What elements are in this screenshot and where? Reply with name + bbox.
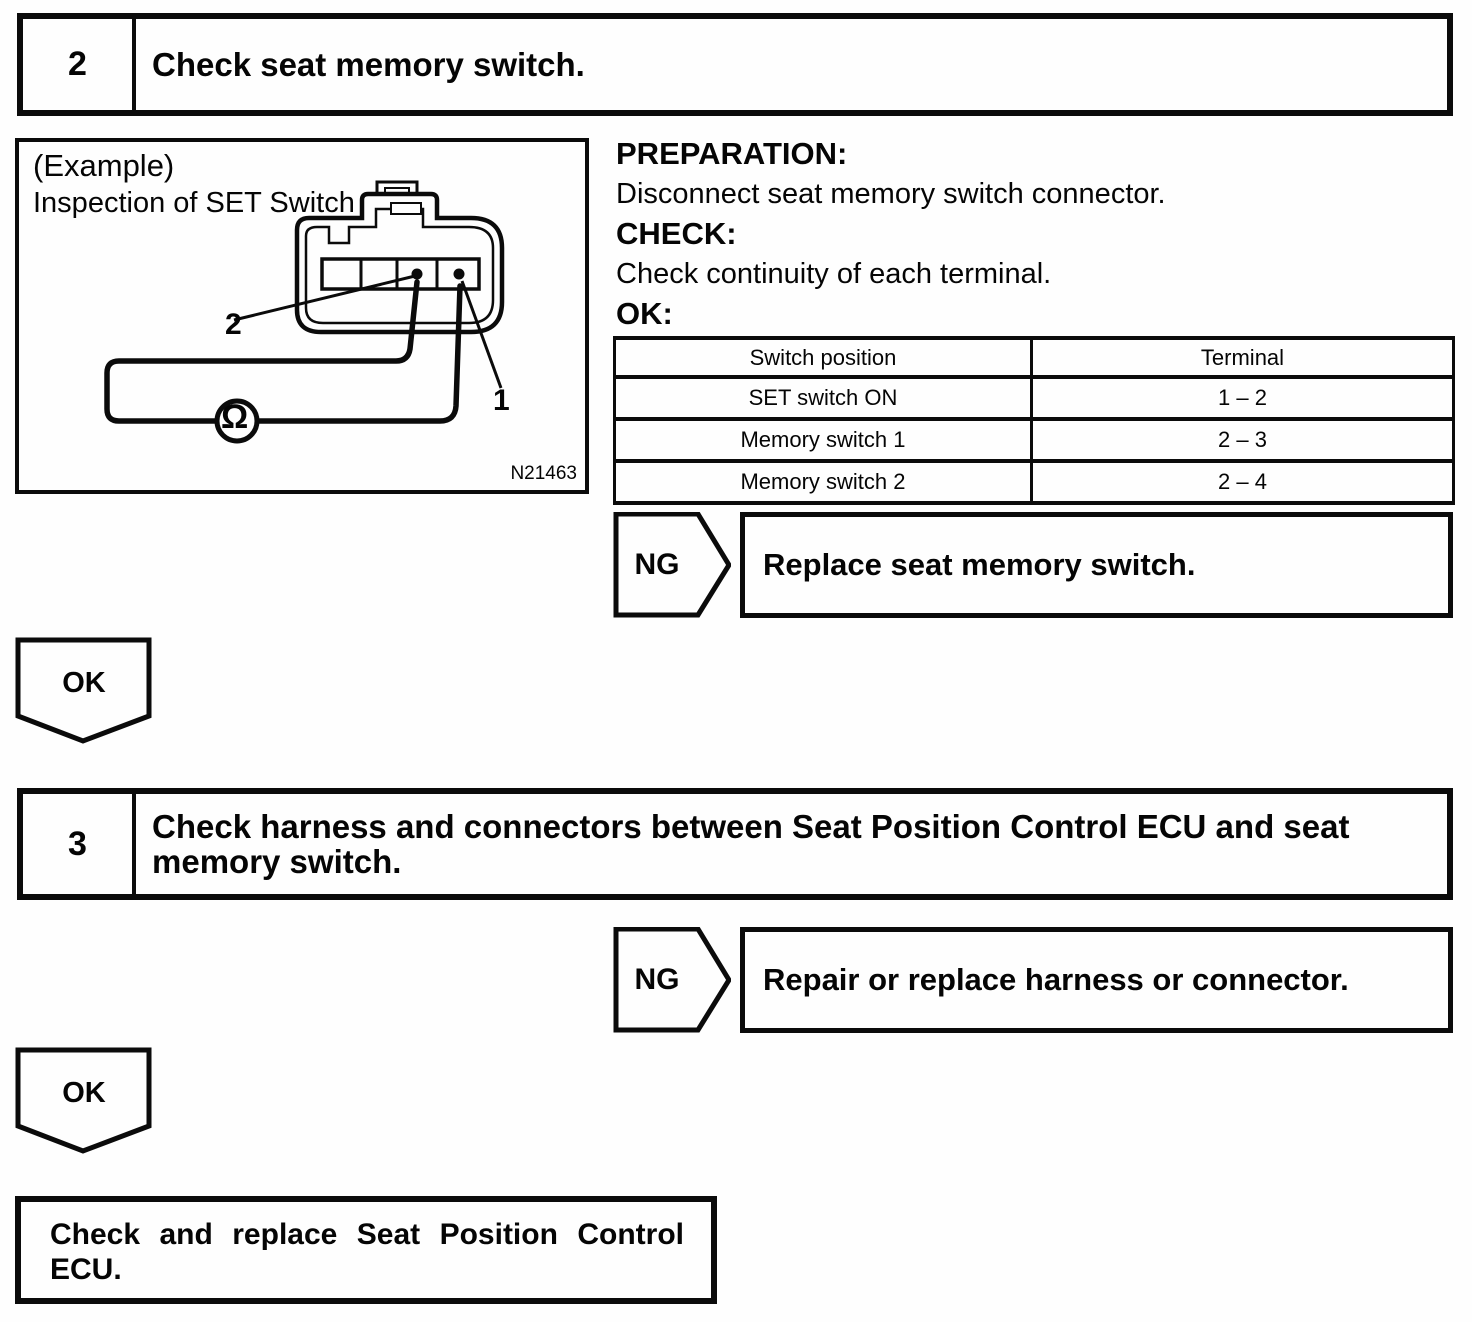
step-number: 2 [23, 19, 136, 110]
connector-tower-detail [390, 202, 422, 215]
example-figure: (Example) Inspection of SET Switch 2 1 Ω… [15, 138, 589, 494]
table-row: Memory switch 1 2 – 3 [613, 417, 1455, 463]
table-header-terminal: Terminal [1030, 336, 1455, 379]
ok-heading-text: OK: [616, 296, 673, 331]
ng-arrow-2: NG [613, 927, 731, 1033]
ok-label: OK [62, 666, 106, 699]
preparation-text: Disconnect seat memory switch connector. [616, 178, 1166, 210]
preparation-heading: PREPARATION: [616, 134, 1466, 174]
step-2-box: 2 Check seat memory switch. [17, 13, 1453, 116]
test-wire-b [255, 283, 463, 424]
check-heading-text: CHECK: [616, 216, 737, 251]
ng-action-text: Replace seat memory switch. [763, 547, 1196, 582]
ng-action-text: Repair or replace harness or connector. [763, 962, 1349, 997]
step-3-box: 3 Check harness and connectors between S… [17, 788, 1453, 900]
step-title-text: Check harness and connectors between Sea… [152, 808, 1350, 880]
ok-heading: OK: [616, 294, 1466, 334]
ng-label: NG [634, 548, 680, 581]
ohm-symbol: Ω [221, 398, 249, 436]
table-cell: Memory switch 1 [613, 417, 1033, 463]
step-number: 3 [23, 794, 136, 894]
check-heading: CHECK: [616, 214, 1466, 254]
table-cell: Memory switch 2 [613, 459, 1033, 505]
table-header-switch-position: Switch position [613, 336, 1033, 379]
ng-action-box-1: Replace seat memory switch. [740, 512, 1453, 618]
final-action-box: Check and replace Seat Position Control … [15, 1196, 717, 1304]
ng-arrow-1: NG [613, 512, 731, 618]
pin-label-2: 2 [225, 308, 242, 341]
table-cell: 1 – 2 [1030, 375, 1455, 421]
continuity-table: Switch position Terminal SET switch ON 1… [613, 336, 1455, 505]
leader-line-1 [460, 280, 503, 389]
table-cell: 2 – 4 [1030, 459, 1455, 505]
ng-action-box-2: Repair or replace harness or connector. [740, 927, 1453, 1033]
table-cell: 2 – 3 [1030, 417, 1455, 463]
table-cell: SET switch ON [613, 375, 1033, 421]
terminal-strip [320, 257, 481, 291]
step-title-text: Check seat memory switch. [152, 46, 585, 83]
connector-diagram-icon [104, 180, 505, 444]
terminal-1-probe-point [453, 268, 465, 280]
ng-pentagon-icon [613, 512, 731, 618]
table-header-row: Switch position Terminal [613, 336, 1455, 379]
preparation-heading-text: PREPARATION: [616, 136, 848, 171]
example-caption: Inspection of SET Switch [33, 187, 355, 219]
connector-inner-outline [304, 207, 495, 325]
ng-pentagon-icon [613, 927, 731, 1033]
example-label: (Example) [33, 148, 175, 183]
check-text: Check continuity of each terminal. [616, 258, 1052, 290]
ohmmeter-icon [214, 398, 260, 444]
ng-label: NG [634, 963, 680, 996]
figure-number: N21463 [510, 463, 577, 484]
table-row: SET switch ON 1 – 2 [613, 375, 1455, 421]
ok-arrow-1: OK [15, 637, 153, 745]
ok-label: OK [62, 1076, 106, 1109]
step-title: Check harness and connectors between Sea… [136, 794, 1447, 894]
leader-line-2 [233, 274, 416, 322]
step-title: Check seat memory switch. [136, 19, 1447, 110]
instructions-block: PREPARATION: Disconnect seat memory swit… [616, 134, 1466, 334]
pin-label-1: 1 [493, 384, 510, 417]
table-row: Memory switch 2 2 – 4 [613, 459, 1455, 505]
test-wire-a [104, 279, 420, 424]
ok-arrow-2: OK [15, 1047, 153, 1155]
ok-pentagon-icon [15, 1047, 152, 1154]
ok-pentagon-icon [15, 637, 152, 744]
final-action-text: Check and replace Seat Position Control … [50, 1218, 684, 1286]
